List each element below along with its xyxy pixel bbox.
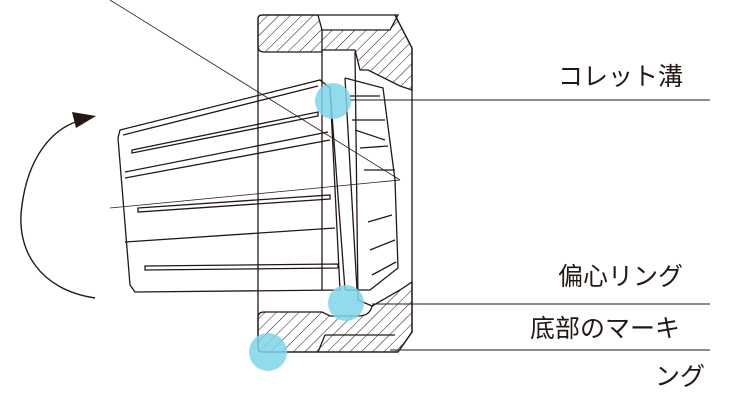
highlight-bottom-marking <box>249 333 287 371</box>
label-bottom-marking-line2: ング <box>655 362 706 391</box>
rotation-arrow-icon <box>20 112 96 299</box>
collet-body <box>117 79 341 293</box>
label-collet-groove: コレット溝 <box>558 62 684 91</box>
label-bottom-marking-line1: 底部のマーキ <box>530 314 681 343</box>
highlight-eccentric-ring <box>328 285 364 321</box>
label-eccentric-ring: 偏心リング <box>558 262 684 291</box>
nut-top-section <box>257 14 413 91</box>
highlight-collet-groove <box>315 83 351 119</box>
